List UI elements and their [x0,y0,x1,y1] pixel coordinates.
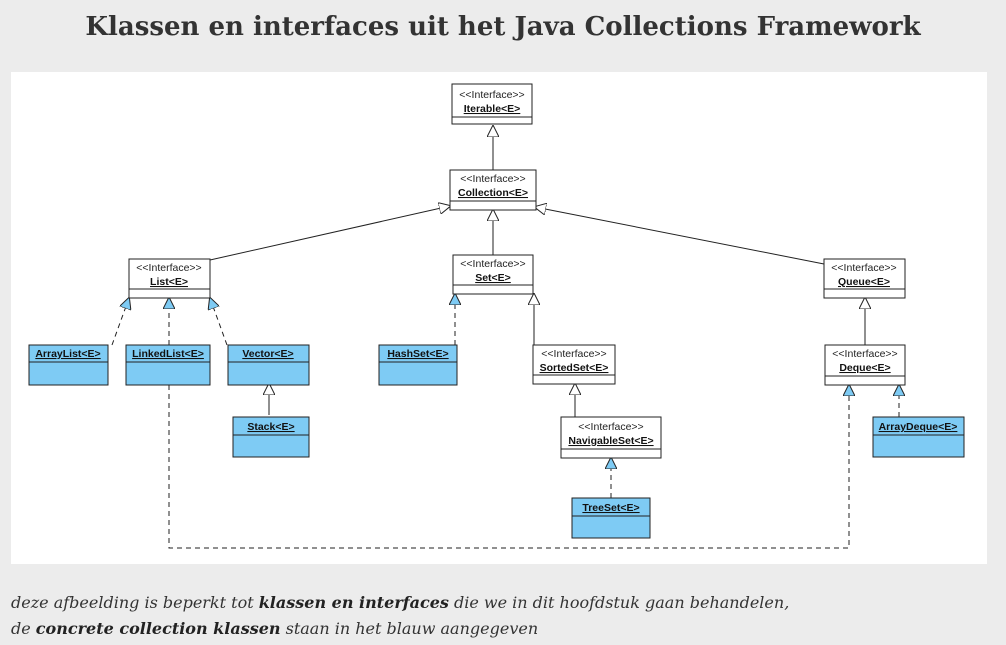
collection-name: Collection<E> [458,187,528,199]
edge-arraylist-list [111,298,129,346]
stereotype-label: <<Interface>> [578,421,643,433]
stereotype-label: <<Interface>> [460,173,525,185]
caption: deze afbeelding is beperkt tot klassen e… [11,590,991,642]
stereotype-label: <<Interface>> [459,89,524,101]
sortedset-name: SortedSet<E> [540,362,609,374]
stack-name: Stack<E> [247,421,294,433]
caption-text: de [11,619,36,638]
deque-name: Deque<E> [839,362,890,374]
edge-linkedlist-deque [168,385,849,549]
edge-list-collection [209,206,450,261]
navigableset-name: NavigableSet<E> [568,435,653,447]
node-arraydeque: ArrayDeque<E> [872,416,965,458]
edges [111,126,899,549]
diagram-panel: <<Interface>> Iterable<E> <<Interface>> … [11,72,987,564]
vector-name: Vector<E> [242,348,293,360]
edge-vector-list [210,298,228,346]
stereotype-label: <<Interface>> [831,262,896,274]
node-vector: Vector<E> [227,344,310,386]
node-treeset: TreeSet<E> [571,497,651,539]
node-navigableset: <<Interface>> NavigableSet<E> [560,416,662,459]
node-sortedset: <<Interface>> SortedSet<E> [532,344,616,385]
caption-emphasis: klassen en interfaces [258,593,449,612]
node-deque: <<Interface>> Deque<E> [824,344,906,386]
set-name: Set<E> [475,272,511,284]
stereotype-label: <<Interface>> [541,348,606,360]
arraydeque-name: ArrayDeque<E> [879,421,958,433]
node-iterable: <<Interface>> Iterable<E> [451,83,533,125]
edge-queue-collection [535,207,825,265]
uml-diagram: <<Interface>> Iterable<E> <<Interface>> … [28,83,965,549]
hashset-name: HashSet<E> [387,348,448,360]
iterable-name: Iterable<E> [464,103,521,115]
caption-line-1: deze afbeelding is beperkt tot klassen e… [11,590,991,616]
node-hashset: HashSet<E> [378,344,458,386]
caption-text: die we in dit hoofdstuk gaan behandelen, [448,593,790,612]
caption-text: staan in het blauw aangegeven [280,619,539,638]
linkedlist-name: LinkedList<E> [132,348,204,360]
caption-emphasis: concrete collection klassen [35,619,281,638]
node-stack: Stack<E> [232,416,310,458]
node-linkedlist: LinkedList<E> [125,344,211,386]
treeset-name: TreeSet<E> [582,502,639,514]
list-name: List<E> [150,276,188,288]
stereotype-label: <<Interface>> [832,348,897,360]
caption-line-2: de concrete collection klassen staan in … [11,616,991,642]
page-title: Klassen en interfaces uit het Java Colle… [85,12,921,42]
arraylist-name: ArrayList<E> [35,348,100,360]
node-arraylist: ArrayList<E> [28,344,109,386]
caption-text: deze afbeelding is beperkt tot [11,593,259,612]
stereotype-label: <<Interface>> [460,258,525,270]
stereotype-label: <<Interface>> [136,262,201,274]
queue-name: Queue<E> [838,276,890,288]
node-list: <<Interface>> List<E> [128,258,211,299]
node-queue: <<Interface>> Queue<E> [823,258,906,299]
node-set: <<Interface>> Set<E> [452,254,534,295]
node-collection: <<Interface>> Collection<E> [449,169,537,211]
